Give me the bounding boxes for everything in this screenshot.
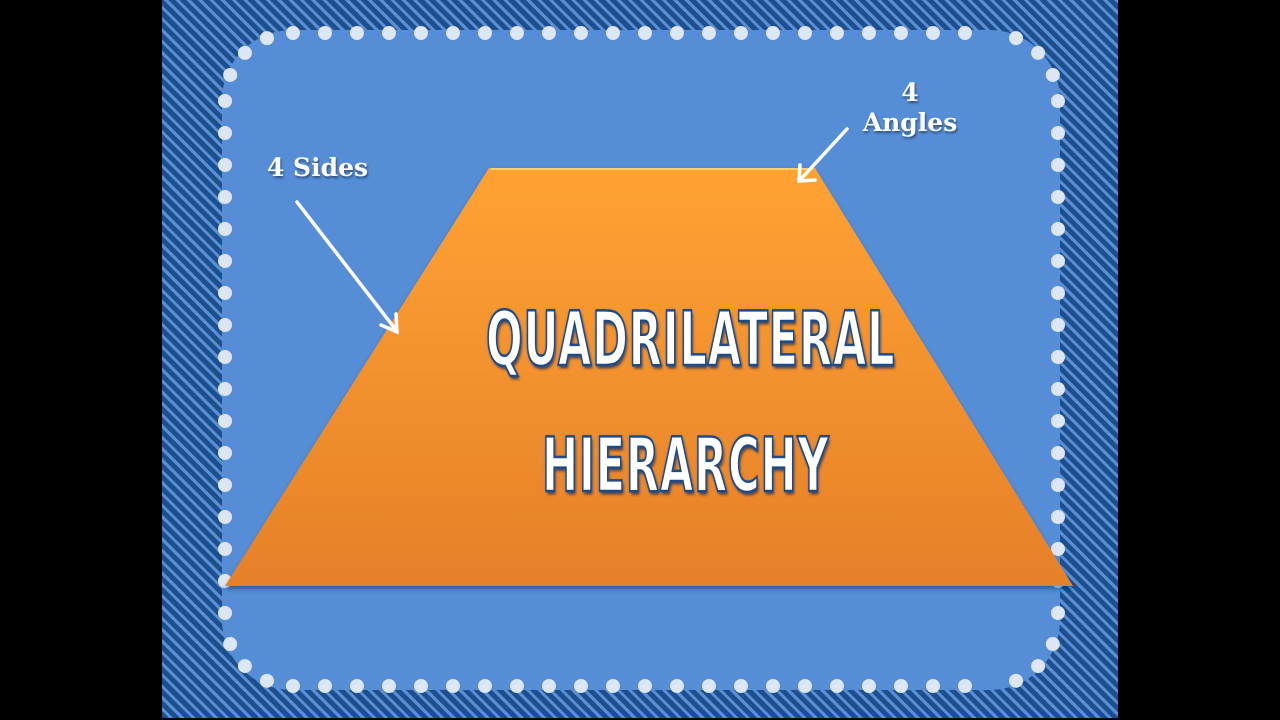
label-sides: 4 Sides	[266, 153, 369, 182]
dotted-border	[218, 26, 1065, 693]
label-angles: 4 Angles	[850, 78, 970, 138]
arrow-sides-icon	[295, 200, 399, 335]
title-line-2: HIERARCHY	[541, 421, 830, 511]
title-line-1: QUADRILATERAL	[485, 295, 896, 385]
arrow-angles-icon	[797, 127, 849, 183]
label-angles-number: 4	[901, 78, 919, 107]
label-angles-word: Angles	[862, 108, 958, 137]
trapezoid-shape	[225, 168, 1073, 586]
